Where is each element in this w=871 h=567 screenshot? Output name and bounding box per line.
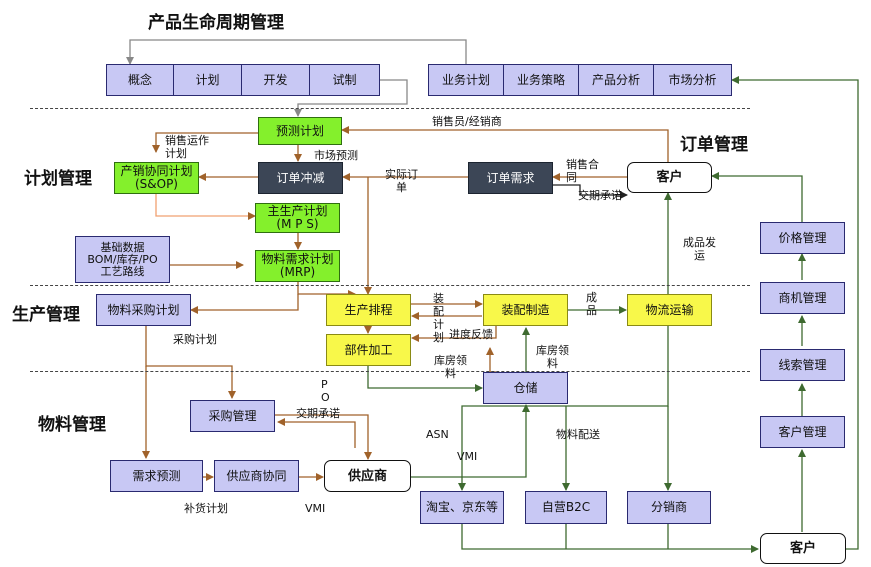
box-parts-processing: 部件加工	[326, 334, 411, 366]
box-order-demand: 订单需求	[468, 162, 553, 194]
box-forecast-plan: 预测计划	[258, 117, 342, 145]
box-distributor: 分销商	[627, 491, 711, 524]
label-progress-feedback: 进度反馈	[449, 328, 493, 341]
box-supplier-collab: 供应商协同	[214, 460, 299, 492]
label-assembly-plan: 装 配 计 划	[433, 292, 444, 344]
box-plan: 计划	[173, 64, 242, 96]
label-actual-order: 实际订 单	[385, 168, 418, 194]
section-title-production: 生产管理	[12, 305, 80, 325]
box-concept: 概念	[106, 64, 174, 96]
divider-planning	[30, 285, 750, 286]
label-vmi-2: VMI	[305, 502, 326, 515]
box-logistics: 物流运输	[627, 294, 712, 326]
box-market-analysis: 市场分析	[653, 64, 732, 96]
label-replenish-plan: 补货计划	[184, 502, 228, 515]
box-biz-plan: 业务计划	[428, 64, 504, 96]
label-sop-plan: 销售运作 计划	[165, 134, 209, 160]
box-purchase-mgmt: 采购管理	[190, 400, 275, 432]
box-own-b2c: 自营B2C	[525, 491, 607, 524]
label-warehouse-pick-1: 库房领 料	[434, 354, 467, 380]
divider-production	[30, 371, 750, 372]
box-base-data: 基础数据 BOM/库存/PO 工艺路线	[75, 236, 170, 283]
label-delivery-commit-bottom: 交期承诺	[296, 407, 340, 420]
label-warehouse-pick-2: 库房领 料	[536, 344, 569, 370]
label-delivery-commit-top: 交期承诺	[578, 189, 622, 202]
box-develop: 开发	[241, 64, 310, 96]
box-production-schedule: 生产排程	[326, 294, 411, 326]
label-purchase-plan: 采购计划	[173, 333, 217, 346]
box-demand-forecast: 需求预测	[110, 460, 203, 492]
box-sop: 产销协同计划 (S&OP)	[114, 162, 199, 194]
box-taobao-jd: 淘宝、京东等	[420, 491, 504, 524]
box-biz-strategy: 业务策略	[503, 64, 579, 96]
box-mrp: 物料需求计划 (MRP)	[255, 250, 340, 282]
label-po: P O	[321, 378, 330, 404]
label-asn: ASN	[426, 428, 449, 441]
box-mps: 主生产计划 (M P S)	[255, 203, 340, 233]
label-market-forecast: 市场预测	[314, 149, 358, 162]
label-material-delivery: 物料配送	[556, 428, 600, 441]
section-title-material: 物料管理	[38, 415, 106, 435]
label-vmi-1: VMI	[457, 450, 478, 463]
box-assembly: 装配制造	[483, 294, 568, 326]
box-price-mgmt: 价格管理	[760, 222, 845, 254]
box-opportunity-mgmt: 商机管理	[760, 282, 845, 314]
divider-plm	[30, 108, 750, 109]
box-customer-mgmt: 客户管理	[760, 416, 845, 448]
label-sales-rep: 销售员/经销商	[432, 115, 502, 128]
box-trial: 试制	[309, 64, 380, 96]
section-title-order: 订单管理	[680, 135, 748, 155]
box-order-offset: 订单冲减	[258, 162, 343, 194]
box-lead-mgmt: 线索管理	[760, 349, 845, 381]
section-title-planning: 计划管理	[24, 169, 92, 189]
section-title-plm: 产品生命周期管理	[148, 13, 284, 33]
box-supplier: 供应商	[324, 460, 411, 492]
label-sales-contract: 销售合 同	[566, 158, 599, 184]
label-finished-goods: 成 品	[586, 291, 597, 317]
box-customer-top: 客户	[627, 162, 712, 193]
box-warehouse: 仓储	[483, 372, 568, 404]
box-purchase-plan: 物料采购计划	[96, 294, 191, 326]
box-customer-bottom: 客户	[760, 533, 846, 564]
box-product-analysis: 产品分析	[578, 64, 654, 96]
label-product-ship: 成品发 运	[683, 236, 716, 262]
